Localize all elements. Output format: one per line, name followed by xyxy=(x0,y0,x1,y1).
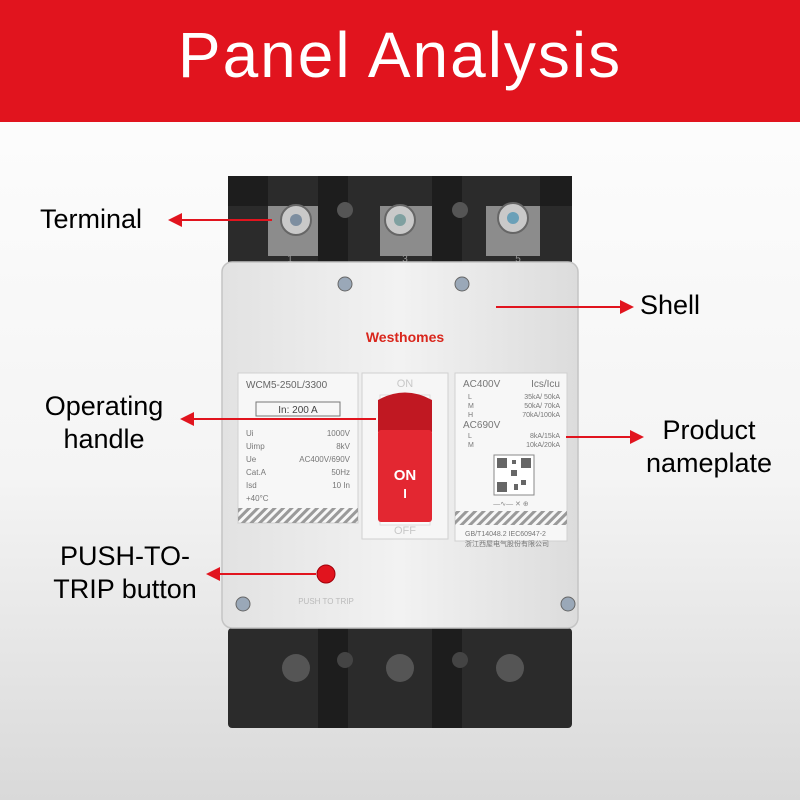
nameplate-voltage-690: AC690V xyxy=(463,420,501,431)
housing-screw-icon xyxy=(337,202,353,218)
terminal-number: 3 xyxy=(402,254,408,265)
label-push-to-trip-line-2: TRIP button xyxy=(53,574,197,604)
spec-key: Ue xyxy=(246,455,257,464)
nameplate-voltage: AC400V xyxy=(463,379,501,390)
label-product-nameplate-line-2: nameplate xyxy=(645,448,773,478)
spec-value: 50Hz xyxy=(331,468,350,477)
title-banner: Panel Analysis xyxy=(0,0,800,122)
brand-logo: Westhomes xyxy=(366,329,445,345)
arrow-operating-handle xyxy=(180,412,376,426)
terminal-number: 1 xyxy=(287,254,293,265)
handle-on-text: ON xyxy=(394,467,417,484)
push-to-trip-text: PUSH TO TRIP xyxy=(298,597,354,606)
spec-key: +40°C xyxy=(246,494,269,503)
handle-i-text: I xyxy=(403,486,407,501)
rating-key: M xyxy=(468,403,474,410)
label-product-nameplate: Product nameplate xyxy=(636,414,782,480)
terminal-screw-icon xyxy=(384,204,416,236)
label-push-to-trip-line-1: PUSH-TO- xyxy=(59,541,190,571)
spec-key: Cat.A xyxy=(246,468,267,477)
label-shell: Shell xyxy=(640,290,701,320)
rating-key: M xyxy=(468,442,474,449)
rating-value: 70kA/100kA xyxy=(522,412,560,419)
spec-value: 10 In xyxy=(332,481,350,490)
operating-handle: ON ON I OFF xyxy=(361,372,449,540)
arrow-push-to-trip xyxy=(206,567,316,581)
current-rating: In: 200 A xyxy=(278,405,318,416)
arrow-terminal xyxy=(168,213,272,227)
rating-key: L xyxy=(468,433,472,440)
label-terminal: Terminal xyxy=(40,204,143,234)
rating-key: L xyxy=(468,394,472,401)
housing-screw-icon xyxy=(452,202,468,218)
model-number: WCM5-250L/3300 xyxy=(246,380,328,391)
nameplate-company: 浙江西屋电气股份有限公司 xyxy=(465,539,549,548)
nameplate-standards: GB/T14048.2 IEC60947-2 xyxy=(465,531,546,538)
terminal-screw-icon xyxy=(497,202,529,234)
certification-icon: —∿— ✕ ⊕ xyxy=(493,501,529,508)
arrow-shell xyxy=(496,300,634,314)
terminal-screw-icon xyxy=(280,204,312,236)
bottom-terminal-housing xyxy=(228,628,572,728)
label-push-to-trip: PUSH-TO- TRIP button xyxy=(42,540,208,606)
spec-value: 8kV xyxy=(336,442,350,451)
shell-screw-icon xyxy=(337,276,353,292)
shell-screw-icon xyxy=(560,596,576,612)
spec-key: Ui xyxy=(246,429,254,438)
label-operating-handle-line-2: handle xyxy=(63,424,145,454)
nameplate-ics-icu: Ics/Icu xyxy=(531,379,560,390)
shell-screw-icon xyxy=(235,596,251,612)
product-nameplate: AC400V Ics/Icu L 35kA/ 50kA M 50kA/ 70kA… xyxy=(454,372,568,548)
label-operating-handle: Operating handle xyxy=(34,390,174,456)
arrow-product-nameplate xyxy=(566,430,644,444)
spec-key: Isd xyxy=(246,481,257,490)
label-product-nameplate-line-1: Product xyxy=(662,415,756,445)
label-operating-handle-line-1: Operating xyxy=(44,391,164,421)
rating-value: 10kA/20kA xyxy=(526,442,560,449)
rating-key: H xyxy=(468,412,473,419)
terminal-number: 5 xyxy=(515,254,521,265)
handle-off-mark: OFF xyxy=(394,525,416,537)
spec-key: Uimp xyxy=(246,442,265,451)
rating-value: 8kA/15kA xyxy=(530,433,560,440)
spec-panel: WCM5-250L/3300 In: 200 A Ui 1000V Uimp 8… xyxy=(237,372,359,524)
push-to-trip-button xyxy=(316,564,336,584)
rating-value: 35kA/ 50kA xyxy=(524,394,560,401)
handle-on-mark: ON xyxy=(397,378,414,390)
rating-value: 50kA/ 70kA xyxy=(524,403,560,410)
shell-screw-icon xyxy=(454,276,470,292)
spec-value: 1000V xyxy=(327,429,351,438)
spec-value: AC400V/690V xyxy=(299,455,350,464)
banner-title: Panel Analysis xyxy=(177,19,623,91)
qr-code-icon xyxy=(493,454,535,496)
